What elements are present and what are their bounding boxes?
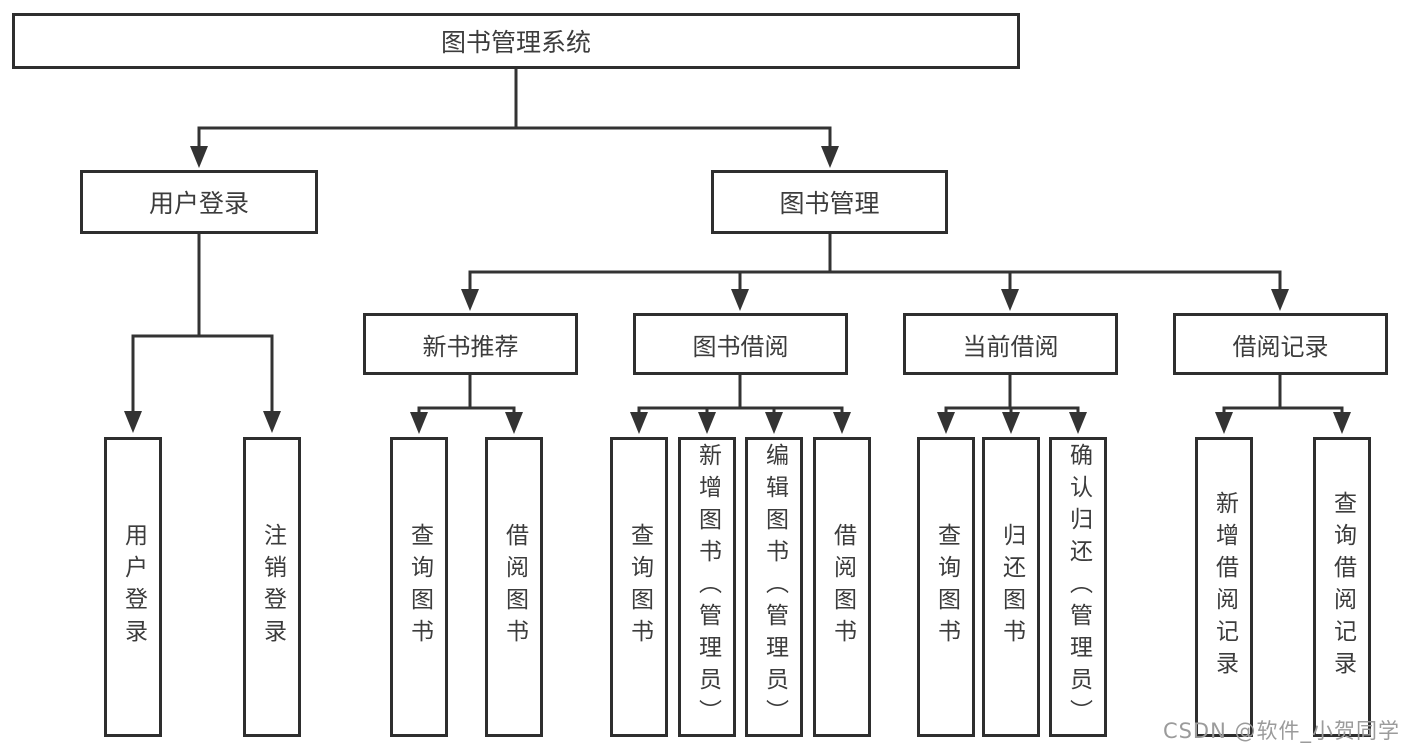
node-leaf-borrow-books-2: 借阅图书 <box>813 437 871 737</box>
connector-new-rec-branch <box>417 373 516 418</box>
node-book-borrow: 图书借阅 <box>633 313 848 375</box>
node-label: 查询图书 <box>626 523 653 651</box>
node-borrow-records: 借阅记录 <box>1173 313 1388 375</box>
node-leaf-user-login: 用户登录 <box>104 437 162 737</box>
connector-root-branch <box>197 67 832 150</box>
node-label: 当前借阅 <box>962 332 1059 361</box>
node-label: 确认归还（管理员） <box>1065 443 1092 731</box>
node-label: 注销登录 <box>259 523 286 651</box>
node-label: 用户登录 <box>120 523 147 651</box>
node-leaf-return-books: 归还图书 <box>982 437 1040 737</box>
node-leaf-confirm-return-admin: 确认归还（管理员） <box>1049 437 1107 737</box>
node-label: 新增图书（管理员） <box>694 443 721 731</box>
node-leaf-query-books-1: 查询图书 <box>390 437 448 737</box>
node-leaf-query-books-2: 查询图书 <box>610 437 668 737</box>
node-root: 图书管理系统 <box>12 13 1020 69</box>
node-new-book-recommend: 新书推荐 <box>363 313 578 375</box>
connector-book-mgmt-branch <box>468 232 1282 294</box>
node-label: 图书管理系统 <box>440 28 591 57</box>
node-label: 新增借阅记录 <box>1211 491 1238 683</box>
node-leaf-query-books-3: 查询图书 <box>917 437 975 737</box>
node-label: 图书管理 <box>779 189 880 218</box>
node-leaf-add-books-admin: 新增图书（管理员） <box>678 437 736 737</box>
node-label: 编辑图书（管理员） <box>761 443 788 731</box>
node-leaf-borrow-books-1: 借阅图书 <box>485 437 543 737</box>
node-current-borrow: 当前借阅 <box>903 313 1118 375</box>
node-label: 借阅记录 <box>1232 332 1329 361</box>
node-label: 图书借阅 <box>692 332 789 361</box>
node-leaf-add-borrow-record: 新增借阅记录 <box>1195 437 1253 737</box>
node-label: 查询图书 <box>406 523 433 651</box>
node-label: 查询借阅记录 <box>1329 491 1356 683</box>
node-label: 借阅图书 <box>829 523 856 651</box>
connector-borrow-records-branch <box>1222 373 1344 418</box>
node-label: 新书推荐 <box>422 332 519 361</box>
node-user-login: 用户登录 <box>80 170 318 234</box>
node-label: 归还图书 <box>998 523 1025 651</box>
node-leaf-edit-books-admin: 编辑图书（管理员） <box>745 437 803 737</box>
node-label: 借阅图书 <box>501 523 528 651</box>
node-book-management: 图书管理 <box>711 170 948 234</box>
connector-user-login-branch <box>131 232 274 416</box>
watermark: CSDN @软件_小贺同学 <box>1162 719 1400 743</box>
node-leaf-query-borrow-record: 查询借阅记录 <box>1313 437 1371 737</box>
connector-current-borrow-branch <box>944 373 1080 418</box>
connector-book-borrow-branch <box>637 373 844 418</box>
node-label: 用户登录 <box>148 189 249 218</box>
node-label: 查询图书 <box>933 523 960 651</box>
node-leaf-logout: 注销登录 <box>243 437 301 737</box>
